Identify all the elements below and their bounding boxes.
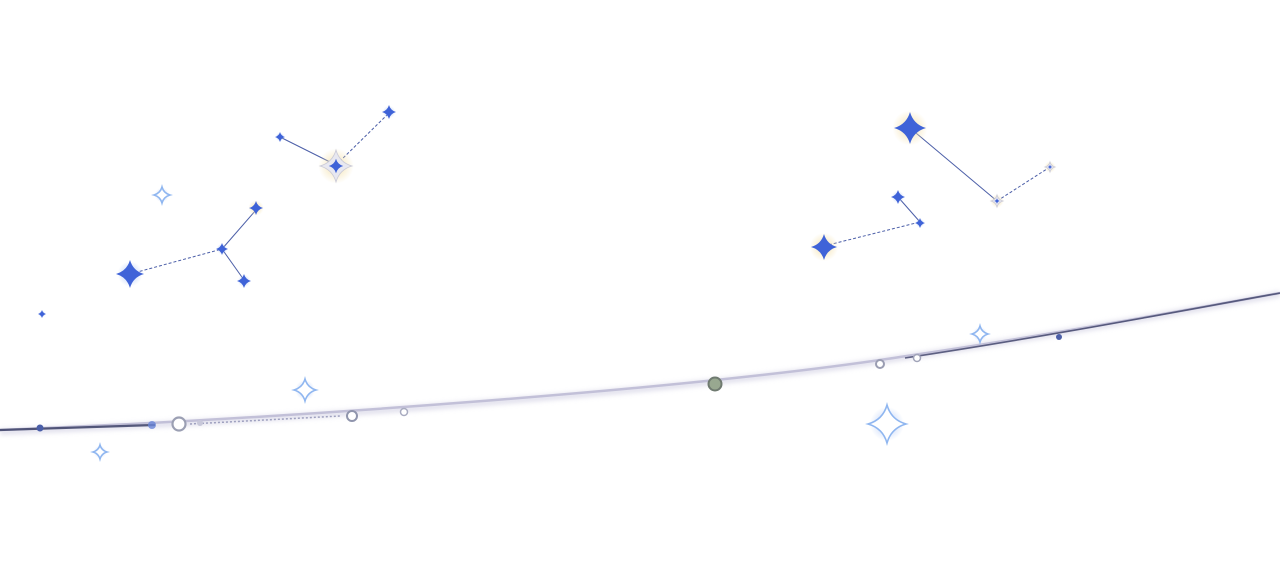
constellation-right-upper <box>909 127 1051 202</box>
circle-node-icon <box>171 416 187 432</box>
four-point-star-icon <box>382 105 396 119</box>
arc-nodes <box>36 334 1062 432</box>
star-core <box>994 198 1000 204</box>
circle-node-icon <box>36 424 44 432</box>
four-point-star-icon <box>237 274 251 288</box>
four-point-star-icon <box>291 376 319 404</box>
star-shape <box>291 376 319 404</box>
circle-node-icon <box>875 359 885 369</box>
star-shape <box>216 243 228 255</box>
four-point-star-icon <box>90 442 110 462</box>
star-shape <box>249 201 263 215</box>
star-shape <box>865 402 909 446</box>
four-point-star-icon <box>892 110 928 146</box>
star-shape <box>151 184 173 206</box>
circle-node-icon <box>197 420 203 426</box>
orbit-arc <box>0 291 1280 435</box>
four-point-star-icon <box>809 232 839 262</box>
four-point-star-icon <box>216 243 228 255</box>
constellation-left-lower <box>129 209 257 281</box>
four-point-star-icon <box>865 402 909 446</box>
four-point-star-icon <box>1043 160 1057 174</box>
star-shape <box>275 132 285 142</box>
circle-node-icon <box>148 421 156 429</box>
circle-node-icon <box>1056 334 1062 340</box>
four-point-star-icon <box>151 184 173 206</box>
four-point-star-icon <box>38 310 46 318</box>
four-point-star-icon <box>915 218 925 228</box>
star-shape <box>237 274 251 288</box>
star-shape <box>915 218 925 228</box>
four-point-star-icon <box>969 323 991 345</box>
circle-node-icon <box>399 407 409 417</box>
star-shape <box>90 442 110 462</box>
circle-node-icon <box>912 353 922 363</box>
four-point-star-icon <box>116 260 144 288</box>
circle-node-icon <box>346 410 358 422</box>
star-core <box>1047 164 1053 170</box>
star-shape <box>382 105 396 119</box>
star-shape <box>894 112 926 144</box>
four-point-star-icon <box>275 132 285 142</box>
star-shape <box>891 190 905 204</box>
stars-layer <box>38 105 1057 462</box>
four-point-star-icon <box>318 148 354 184</box>
star-shape <box>969 323 991 345</box>
star-shape <box>38 310 46 318</box>
star-shape <box>811 234 837 260</box>
four-point-star-icon <box>891 190 905 204</box>
four-point-star-icon <box>248 200 264 216</box>
star-shape <box>116 260 144 288</box>
star-core <box>328 158 344 174</box>
four-point-star-icon <box>989 193 1005 209</box>
circle-node-icon <box>707 376 723 392</box>
constellation-right-lower <box>823 196 921 247</box>
